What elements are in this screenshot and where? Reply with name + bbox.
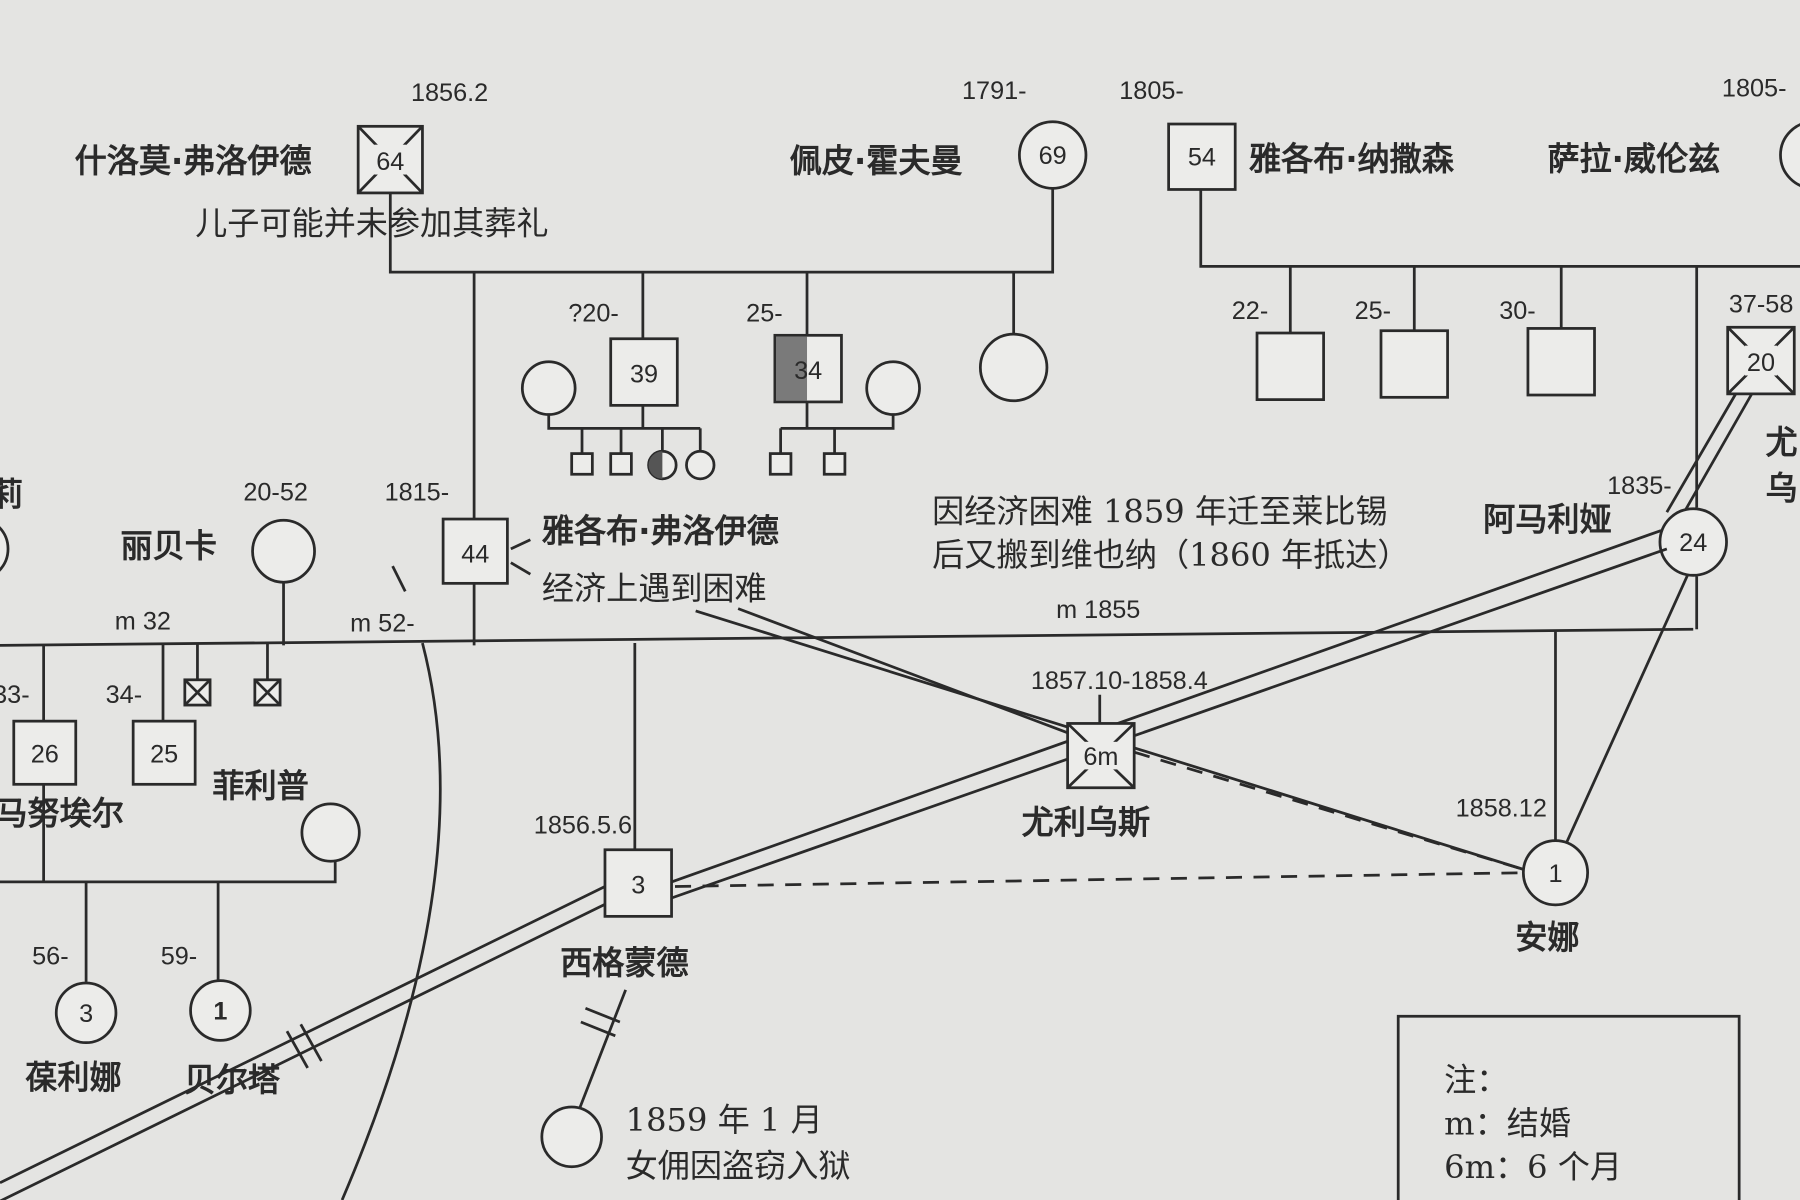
n20-age: 20	[1747, 349, 1775, 377]
julius-date: 1857.10-1858.4	[1031, 667, 1208, 695]
sara-name: 萨拉·威伦兹	[1547, 140, 1720, 178]
jacob-date: 1815-	[385, 479, 450, 507]
legend-6m: 6m：6 个月	[1444, 1148, 1622, 1186]
jacob-n-date: 1805-	[1119, 77, 1184, 105]
maid-note-line2: 女佣因盗窃入狱	[626, 1147, 851, 1185]
anna-age: 1	[1548, 860, 1562, 888]
philipp-name: 菲利普	[212, 767, 308, 805]
legend-box: 注： m：结婚 6m：6 个月	[1396, 1014, 1741, 1200]
bertha-age: 1	[213, 998, 227, 1026]
rebecca-date: 20-52	[243, 479, 308, 507]
jacob-node	[441, 517, 509, 585]
n20-date: 37-58	[1729, 290, 1794, 318]
n22-date: 22-	[1232, 297, 1268, 325]
jacob-n-node	[1167, 122, 1237, 191]
shlomo-name: 什洛莫·弗洛伊德	[75, 142, 312, 180]
n20-partial-name-2: 乌	[1766, 470, 1798, 508]
amalia-node	[1658, 507, 1728, 577]
child39-date: ?20-	[568, 300, 619, 328]
left-partial-name: 莉	[0, 475, 23, 513]
maid-node	[540, 1105, 603, 1169]
n20-partial-name: 尤	[1766, 424, 1798, 462]
amalia-age: 24	[1679, 529, 1707, 557]
jacob-note: 经济上遇到困难	[542, 569, 767, 607]
sigmund-date: 1856.5.6	[534, 812, 632, 840]
n25-date: 25-	[1355, 297, 1391, 325]
emanuel-date: 33-	[0, 681, 30, 709]
bertha-date: 59-	[161, 943, 197, 971]
amalia-date: 1835-	[1607, 472, 1672, 500]
emanuel-name: 马努埃尔	[0, 794, 124, 832]
pepi-date: 1791-	[962, 77, 1027, 105]
emanuel-age: 26	[31, 740, 59, 768]
child39-age: 39	[630, 360, 658, 388]
sara-node	[1779, 123, 1800, 187]
pauline-name: 葆利娜	[25, 1059, 121, 1097]
shlomo-note: 儿子可能并未参加其葬礼	[195, 204, 548, 242]
julius-name: 尤利乌斯	[1022, 804, 1150, 842]
philipp-node	[131, 719, 197, 786]
migration-note-line1: 因经济困难 1859 年迁至莱比锡	[932, 492, 1387, 530]
bertha-node	[189, 979, 252, 1042]
n20-node: 20	[1726, 325, 1796, 396]
julius-age: 6m	[1083, 743, 1118, 771]
legend-m: m：结婚	[1444, 1105, 1571, 1143]
jacob-name: 雅各布·弗洛伊德	[542, 512, 779, 550]
marriage-m32: m 32	[115, 607, 171, 635]
legend-title: 注：	[1444, 1061, 1508, 1099]
anna-name: 安娜	[1515, 919, 1579, 957]
shlomo-age: 64	[376, 148, 404, 176]
rebecca-name: 丽贝卡	[121, 527, 217, 565]
marriage-m52: m 52-	[350, 610, 415, 638]
pauline-date: 56-	[32, 943, 68, 971]
shlomo-date: 1856.2	[411, 79, 488, 107]
pepi-name: 佩皮·霍夫曼	[790, 142, 963, 180]
jacob-age: 44	[461, 541, 489, 569]
child34-age: 34	[794, 357, 822, 385]
sigmund-age: 3	[631, 871, 645, 899]
n30-date: 30-	[1499, 297, 1535, 325]
child34-date: 25-	[746, 300, 782, 328]
anna-date: 1858.12	[1456, 794, 1547, 822]
migration-note-line2: 后又搬到维也纳（1860 年抵达）	[932, 536, 1409, 574]
philipp-age: 25	[150, 740, 178, 768]
shlomo-node: 64	[356, 124, 424, 195]
jacob-n-age: 54	[1188, 143, 1216, 171]
julius-node: 6m	[1066, 722, 1136, 790]
philipp-date: 34-	[106, 681, 142, 709]
marriage-m1855: m 1855	[1056, 596, 1140, 624]
sara-date: 1805-	[1722, 74, 1787, 102]
anna-node	[1521, 839, 1590, 907]
sigmund-node	[603, 848, 673, 918]
rebecca-node	[251, 518, 316, 584]
maid-note-line1: 1859 年 1 月	[626, 1101, 823, 1139]
pepi-age: 69	[1039, 142, 1067, 170]
jacob-n-name: 雅各布·纳撒森	[1249, 140, 1455, 178]
pauline-age: 3	[79, 1000, 93, 1028]
sigmund-name: 西格蒙德	[560, 944, 688, 982]
pauline-node	[54, 981, 118, 1045]
amalia-name: 阿马利娅	[1483, 501, 1611, 539]
bertha-name: 贝尔塔	[184, 1061, 281, 1099]
